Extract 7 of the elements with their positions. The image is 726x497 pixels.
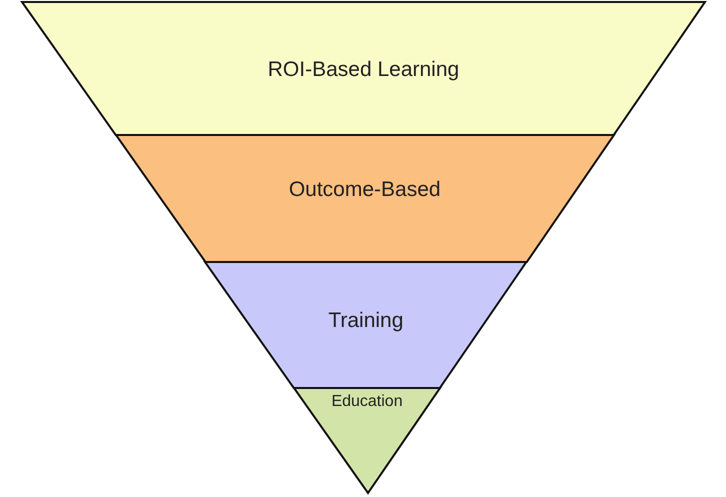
band-label: Training (327, 309, 404, 333)
pyramid-band (22, 2, 705, 135)
band-label: Outcome-Based (288, 178, 442, 202)
pyramid-band (116, 135, 614, 262)
band-label: Education (330, 393, 404, 411)
band-label: ROI-Based Learning (266, 58, 460, 82)
pyramid-band (205, 262, 527, 388)
